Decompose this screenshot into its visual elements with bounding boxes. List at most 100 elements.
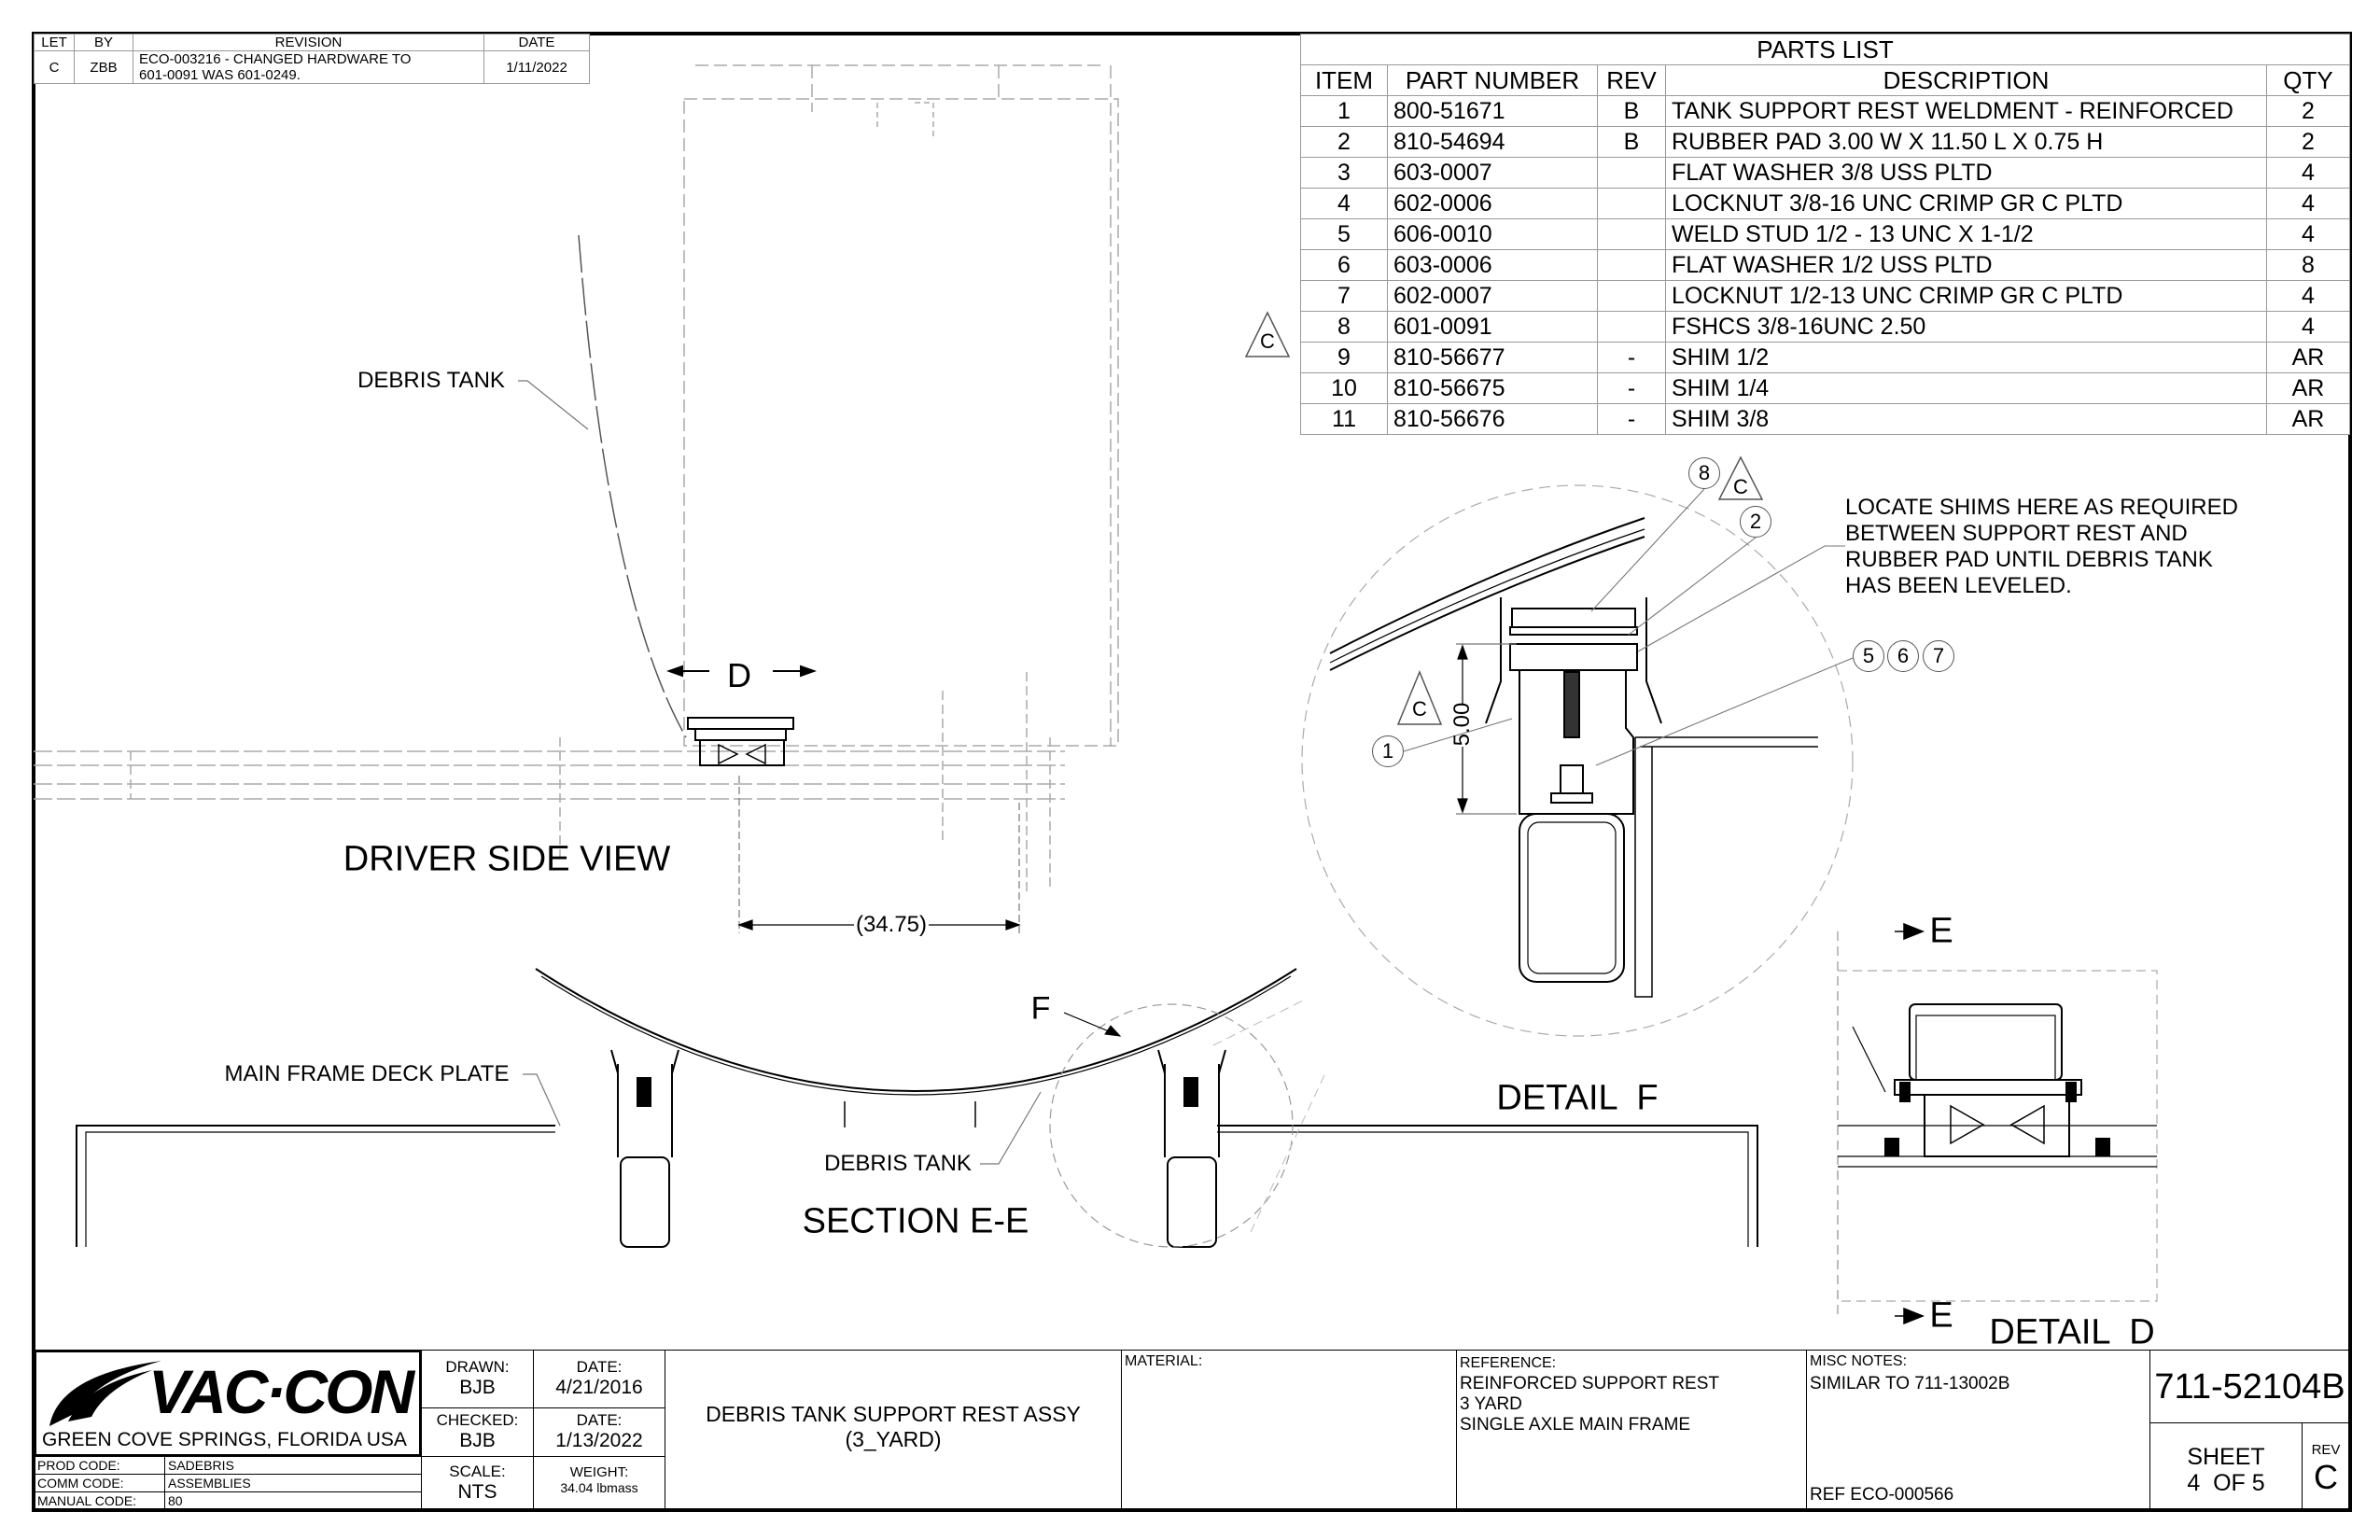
dimension-34-75 bbox=[737, 776, 1021, 933]
detail-f-drawing bbox=[1329, 517, 1818, 998]
part-qty: AR bbox=[2266, 342, 2350, 373]
logo-cell: VAC·CON GREEN COVE SPRINGS, FLORIDA USA bbox=[34, 1350, 422, 1457]
prod-code-label: PROD CODE: bbox=[35, 1457, 165, 1475]
label-section-e-e: SECTION E-E bbox=[802, 1201, 1029, 1241]
weight-value: 34.04 lbmass bbox=[560, 1480, 638, 1495]
balloon-1: 1 bbox=[1372, 735, 1404, 767]
drawn-date: 4/21/2016 bbox=[555, 1377, 643, 1398]
manual-code: 80 bbox=[168, 1493, 183, 1508]
reference-cell: REFERENCE: REINFORCED SUPPORT REST 3 YAR… bbox=[1456, 1350, 1807, 1510]
label-debris-tank-section: DEBRIS TANK bbox=[824, 1151, 972, 1176]
drawing-number: 711-52104B bbox=[2154, 1367, 2345, 1407]
part-qty: AR bbox=[2266, 403, 2350, 435]
rev-label: REV bbox=[2311, 1442, 2341, 1458]
drawn-label: DRAWN: bbox=[445, 1358, 510, 1376]
part-number: 810-56675 bbox=[1387, 372, 1598, 404]
section-e-e-drawing bbox=[76, 968, 1758, 1248]
label-debris-tank-side: DEBRIS TANK bbox=[357, 368, 505, 393]
part-description: SHIM 1/2 bbox=[1665, 342, 2267, 373]
scale-value: NTS bbox=[457, 1481, 497, 1503]
rev-marker-c: C bbox=[1260, 329, 1275, 353]
part-qty: 4 bbox=[2266, 311, 2350, 343]
sheet-number: 4 OF 5 bbox=[2187, 1470, 2265, 1496]
detail-d-support-side bbox=[666, 665, 817, 766]
part-rev bbox=[1597, 188, 1666, 219]
section-mark-e-bottom: E bbox=[1929, 1295, 1953, 1336]
vaccon-logo-swoosh bbox=[49, 1361, 161, 1426]
part-rev: - bbox=[1597, 372, 1666, 404]
part-rev bbox=[1597, 218, 1666, 250]
rev-value: C bbox=[2314, 1458, 2338, 1496]
drawn-date-label: DATE: bbox=[576, 1358, 623, 1376]
part-item: 8 bbox=[1300, 311, 1388, 343]
part-description: FLAT WASHER 1/2 USS PLTD bbox=[1665, 249, 2267, 281]
misc-note: SIMILAR TO 711-13002B bbox=[1810, 1374, 2010, 1393]
parts-list-title: PARTS LIST bbox=[1300, 34, 2350, 65]
comm-code: ASSEMBLIES bbox=[165, 1475, 421, 1492]
part-number: 603-0006 bbox=[1387, 249, 1598, 281]
note-line: LOCATE SHIMS HERE AS REQUIRED bbox=[1845, 495, 2238, 520]
part-number: 602-0007 bbox=[1387, 280, 1598, 312]
detail-d-drawing bbox=[1838, 1003, 2157, 1168]
leader-deck-plate bbox=[523, 1073, 561, 1127]
weight-label: WEIGHT: bbox=[569, 1464, 629, 1480]
part-qty: 2 bbox=[2266, 126, 2350, 158]
part-description: SHIM 1/4 bbox=[1665, 372, 2267, 404]
part-rev bbox=[1597, 249, 1666, 281]
col-part-number: PART NUMBER bbox=[1387, 64, 1598, 96]
drawn-date-cell: DATE:4/21/2016 bbox=[533, 1350, 665, 1408]
part-description: TANK SUPPORT REST WELDMENT - REINFORCED bbox=[1665, 95, 2267, 127]
scale-label: SCALE: bbox=[449, 1463, 506, 1480]
part-qty: 4 bbox=[2266, 280, 2350, 312]
drawing-number-cell: 711-52104B bbox=[2149, 1350, 2350, 1423]
part-item: 4 bbox=[1300, 188, 1388, 219]
part-description: FSHCS 3/8-16UNC 2.50 bbox=[1665, 311, 2267, 343]
part-qty: 4 bbox=[2266, 218, 2350, 250]
col-description: DESCRIPTION bbox=[1665, 64, 2267, 96]
part-number: 602-0006 bbox=[1387, 188, 1598, 219]
checked-label: CHECKED: bbox=[436, 1411, 519, 1429]
scale-cell: SCALE:NTS bbox=[421, 1456, 534, 1510]
dimension-5-00 bbox=[1456, 643, 1517, 815]
col-qty: QTY bbox=[2266, 64, 2350, 96]
part-qty: 8 bbox=[2266, 249, 2350, 281]
part-item: 2 bbox=[1300, 126, 1388, 158]
rev-triangle-parts bbox=[1244, 311, 1291, 357]
part-item: 10 bbox=[1300, 372, 1388, 404]
drawing-title-line2: (3_YARD) bbox=[845, 1427, 942, 1451]
part-rev: - bbox=[1597, 342, 1666, 373]
part-description: SHIM 3/8 bbox=[1665, 403, 2267, 435]
leader-lines-detail-f bbox=[1403, 488, 1854, 766]
material-label: MATERIAL: bbox=[1125, 1353, 1203, 1369]
part-description: LOCKNUT 1/2-13 UNC CRIMP GR C PLTD bbox=[1665, 280, 2267, 312]
part-description: LOCKNUT 3/8-16 UNC CRIMP GR C PLTD bbox=[1665, 188, 2267, 219]
part-qty: 4 bbox=[2266, 188, 2350, 219]
note-line: BETWEEN SUPPORT REST AND bbox=[1845, 521, 2188, 546]
label-dimension-34-75: (34.75) bbox=[855, 912, 928, 937]
balloon-7: 7 bbox=[1923, 640, 1954, 672]
weight-cell: WEIGHT:34.04 lbmass bbox=[533, 1456, 665, 1510]
section-mark-lines bbox=[1837, 922, 1925, 1325]
part-number: 606-0010 bbox=[1387, 218, 1598, 250]
drawing-title-cell: DEBRIS TANK SUPPORT REST ASSY(3_YARD) bbox=[665, 1350, 1122, 1510]
sheet-label: SHEET bbox=[2187, 1444, 2265, 1470]
sheet-border bbox=[32, 32, 2352, 1512]
rev-let: C bbox=[34, 50, 75, 84]
part-item: 7 bbox=[1300, 280, 1388, 312]
prod-code: SADEBRIS bbox=[165, 1457, 421, 1475]
part-rev: B bbox=[1597, 126, 1666, 158]
reference-label: REFERENCE: bbox=[1460, 1355, 1557, 1371]
part-item: 1 bbox=[1300, 95, 1388, 127]
rev-header-revision: REVISION bbox=[133, 34, 484, 51]
label-detail-f: DETAIL F bbox=[1496, 1078, 1659, 1118]
part-rev: - bbox=[1597, 403, 1666, 435]
